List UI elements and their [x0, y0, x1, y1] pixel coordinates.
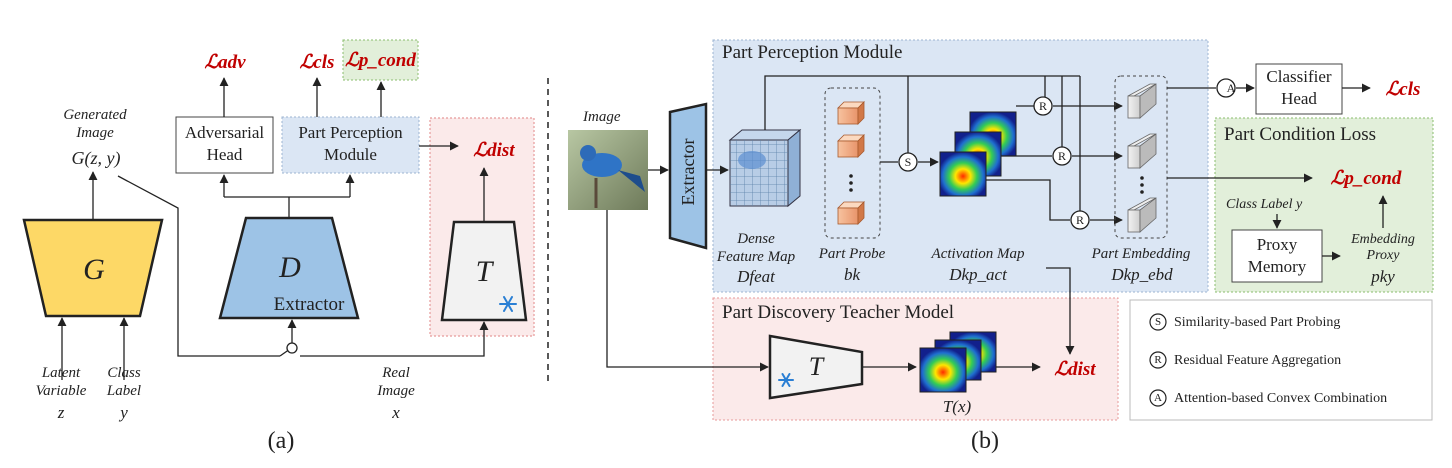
- symbol-r-circle-1: R: [1038, 99, 1047, 113]
- dense-feature-line1: Dense: [737, 231, 775, 247]
- loss-cls-a: ℒcls: [299, 51, 335, 73]
- dense-feature-map-label: Dense Feature Map: [706, 230, 806, 266]
- loss-dist-b: ℒdist: [1054, 358, 1096, 380]
- classifier-line2: Head: [1281, 89, 1317, 108]
- latent-line2: Variable: [35, 383, 87, 399]
- legend-symbol-s: S: [1154, 316, 1162, 328]
- adversarial-head-label: Adversarial Head: [176, 122, 273, 166]
- class-label-label: Class Label y: [96, 364, 152, 422]
- generated-image-line2: Image: [76, 125, 114, 141]
- class-label-line2: Label: [106, 383, 142, 399]
- image-label: Image: [583, 109, 621, 125]
- b-k-symbol: bk: [843, 265, 861, 284]
- class-label-line1: Class: [107, 365, 141, 381]
- activation-maps: [939, 111, 1017, 197]
- adversarial-head-line2: Head: [206, 145, 243, 164]
- caption-b: (b): [971, 428, 999, 454]
- latent-symbol: z: [57, 403, 65, 422]
- teacher-label-a: T: [475, 255, 493, 288]
- caption-a: (a): [267, 428, 295, 454]
- t-of-x-label: T(x): [942, 397, 972, 416]
- extractor-label-b: Extractor: [678, 138, 698, 206]
- legend-symbol-a: A: [1154, 392, 1162, 404]
- ppm-label-a: Part Perception Module: [282, 122, 419, 166]
- ppm-title: Part Perception Module: [722, 42, 903, 63]
- classifier-head-label: Classifier Head: [1256, 66, 1342, 110]
- classifier-line1: Classifier: [1266, 67, 1332, 86]
- latent-variable-label: Latent Variable z: [30, 364, 92, 422]
- embedding-proxy-label: Embedding Proxy: [1342, 232, 1424, 264]
- real-symbol: x: [392, 403, 400, 422]
- legend-text-s: Similarity-based Part Probing: [1174, 315, 1341, 330]
- snowflake-icon: [778, 373, 794, 387]
- teacher-shape-b: [768, 334, 864, 400]
- legend-symbol-r: R: [1154, 354, 1162, 366]
- symbol-a-circle: A: [1226, 81, 1236, 95]
- bird-image: [568, 130, 648, 210]
- loss-p-cond-a: ℒp_cond: [345, 49, 416, 71]
- dense-feature-map-cube: [728, 128, 802, 208]
- part-embedding-label: Part Embedding: [1091, 246, 1191, 262]
- legend-box: [1129, 299, 1433, 421]
- extractor-label-a: Extractor: [273, 294, 345, 315]
- part-probe-blocks: [837, 101, 865, 225]
- discriminator-shape: [218, 216, 360, 320]
- extractor-shape-b: [668, 102, 708, 250]
- proxy-memory-line2: Memory: [1247, 257, 1307, 276]
- d-feat-symbol: Dfeat: [737, 267, 775, 286]
- embedding-proxy-line1: Embedding: [1351, 232, 1415, 247]
- legend-text-r: Residual Feature Aggregation: [1174, 353, 1342, 368]
- part-probe-label: Part Probe: [818, 246, 886, 262]
- proxy-memory-label: Proxy Memory: [1232, 234, 1322, 278]
- class-symbol: y: [120, 403, 128, 422]
- pdtm-title: Part Discovery Teacher Model: [722, 302, 955, 323]
- real-image-line1: Real: [382, 365, 410, 381]
- legend-text-a: Attention-based Convex Combination: [1174, 391, 1388, 406]
- loss-adv: ℒadv: [204, 51, 246, 73]
- loss-cls-b: ℒcls: [1385, 78, 1421, 100]
- latent-line1: Latent: [41, 365, 81, 381]
- discriminator-label: D: [279, 251, 301, 284]
- generator-shape: [22, 218, 164, 318]
- generated-formula: G(z, y): [71, 148, 121, 168]
- dense-feature-line2: Feature Map: [716, 249, 796, 265]
- adversarial-head-line1: Adversarial: [184, 123, 265, 142]
- p-y-k-symbol: pky: [1371, 267, 1395, 286]
- teacher-label-b: T: [808, 352, 824, 381]
- real-image-label: Real Image x: [366, 364, 426, 422]
- class-label-y: Class Label y: [1226, 197, 1303, 212]
- activation-map-label: Activation Map: [931, 246, 1025, 262]
- generated-image-line1: Generated: [63, 107, 127, 123]
- loss-p-cond-b: ℒp_cond: [1330, 167, 1402, 189]
- ppm-line1: Part Perception: [298, 123, 403, 142]
- loss-dist-a: ℒdist: [473, 139, 515, 161]
- symbol-r-circle-3: R: [1075, 213, 1084, 227]
- symbol-s-circle: S: [904, 155, 912, 169]
- pcl-title: Part Condition Loss: [1224, 124, 1377, 145]
- d-p-act-symbol: Dkp_act: [949, 265, 1007, 284]
- part-embedding-blocks: [1127, 83, 1157, 233]
- ppm-line2: Module: [324, 145, 377, 164]
- teacher-shape-a: [440, 220, 528, 322]
- teacher-heatmaps: [919, 331, 997, 393]
- d-p-ebd-symbol: Dkp_ebd: [1111, 265, 1173, 284]
- proxy-memory-line1: Proxy: [1256, 235, 1298, 254]
- symbol-r-circle-2: R: [1057, 149, 1066, 163]
- embedding-proxy-line2: Proxy: [1366, 248, 1400, 263]
- real-image-line2: Image: [377, 383, 415, 399]
- generator-label: G: [83, 253, 105, 286]
- generated-image-label: Generated Image: [52, 106, 138, 142]
- snowflake-icon: [499, 296, 517, 312]
